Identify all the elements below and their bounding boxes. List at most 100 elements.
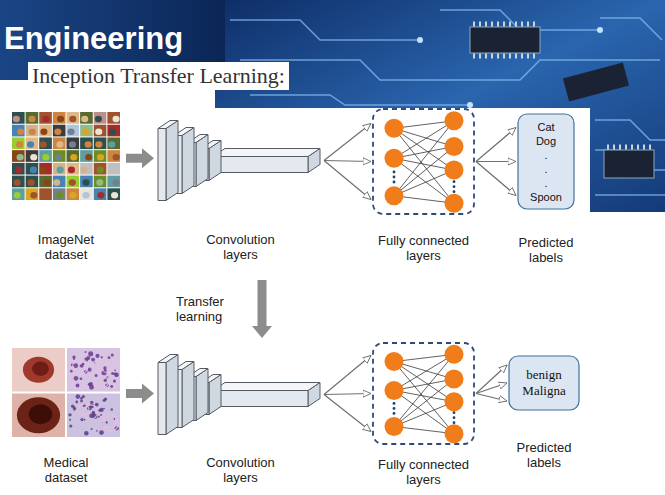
tissue-cell	[95, 374, 98, 377]
thumbnail	[80, 112, 93, 124]
fan-arrow	[476, 383, 507, 394]
neuron	[445, 194, 464, 213]
ellipsis-dot	[453, 416, 456, 419]
thumbnail	[67, 137, 80, 149]
fan-arrow	[324, 394, 371, 395]
thumbnail-object	[112, 179, 119, 186]
tissue-cell	[101, 413, 116, 428]
thumbnail	[26, 137, 39, 149]
conv-slab-face	[158, 355, 178, 363]
tissue-cell	[74, 363, 79, 368]
tissue-cell	[110, 385, 113, 388]
thumbnail	[94, 112, 107, 124]
thumbnail-object	[16, 141, 23, 148]
fan-arrow	[476, 128, 516, 162]
thumbnail	[67, 150, 80, 162]
dashed-group-border	[373, 109, 474, 214]
tissue-cell	[69, 424, 72, 427]
layer-caption: Predicted labels	[508, 440, 580, 470]
ellipsis-dot	[393, 181, 396, 184]
thumbnail-object	[29, 128, 36, 135]
thumbnail	[107, 150, 120, 162]
thumbnail-object	[109, 128, 116, 135]
medical-tile	[67, 348, 120, 392]
thumbnail	[94, 125, 107, 137]
tissue-cell	[96, 430, 98, 432]
thumbnail	[26, 163, 39, 175]
conv-slab-face	[182, 128, 194, 194]
thumbnail-object	[28, 116, 35, 123]
fan-arrow	[324, 161, 371, 200]
circuit-via	[597, 27, 603, 33]
neuron-link	[394, 170, 454, 196]
thumbnail	[80, 163, 93, 175]
neuron	[385, 149, 404, 168]
layer-caption: Predicted labels	[510, 235, 582, 265]
fan-arrow	[324, 356, 371, 395]
thumbnail	[39, 176, 52, 188]
thumbnail	[67, 125, 80, 137]
tissue-cell	[84, 431, 89, 436]
dataset-image: ImageNet dataset	[12, 112, 120, 200]
thumbnail	[12, 112, 25, 124]
chip	[563, 62, 629, 101]
skin-lesion	[23, 357, 54, 383]
thumbnail	[107, 188, 120, 200]
thumbnail	[80, 137, 93, 149]
ellipsis-dot	[453, 190, 456, 193]
thumbnail-object	[56, 141, 63, 148]
thumbnail-object	[17, 154, 24, 161]
label-box-outline	[518, 114, 574, 209]
conv-slab-face	[213, 391, 308, 407]
thumbnail-object	[85, 141, 92, 148]
neuron	[385, 352, 404, 371]
skin-lesion	[17, 397, 60, 433]
thumbnail	[94, 188, 107, 200]
medical-tile	[12, 348, 65, 392]
medical-tile	[67, 394, 120, 438]
tissue-cell	[106, 421, 108, 423]
thumbnail-object	[40, 141, 47, 148]
ellipsis-dot	[453, 411, 456, 414]
tissue-cell	[74, 408, 76, 410]
circuit-via	[417, 37, 423, 43]
tissue-cell	[80, 418, 83, 421]
tissue-cell	[95, 354, 99, 358]
tissue-cell	[82, 395, 85, 398]
conv-slab-face	[182, 362, 194, 428]
neuron	[385, 186, 404, 205]
tissue-cell	[74, 376, 79, 381]
thumbnail-object	[96, 179, 103, 186]
thumbnail-object	[81, 167, 88, 174]
thumbnail-object	[68, 128, 75, 135]
thumbnail	[94, 137, 107, 149]
neuron	[445, 137, 464, 156]
thumbnail-object	[30, 167, 37, 174]
thumbnail	[107, 137, 120, 149]
tissue-cell	[104, 379, 107, 382]
ellipsis-dot	[453, 421, 456, 424]
thumbnail	[39, 125, 52, 137]
tissue-cell	[82, 363, 85, 366]
fan-arrow	[476, 365, 507, 394]
ellipsis-dot	[393, 412, 396, 415]
circuit-trace	[250, 95, 470, 105]
thumbnail-object	[68, 167, 75, 174]
tissue-cell	[103, 364, 112, 373]
tissue-cell	[80, 377, 83, 380]
thumbnail	[53, 188, 66, 200]
tissue-cell	[111, 353, 114, 356]
conv-slab-face	[158, 363, 166, 435]
thumbnail-object	[15, 167, 22, 174]
chip	[604, 150, 654, 178]
tissue-cell	[88, 351, 93, 356]
thumbnail-object	[69, 141, 76, 148]
thumbnail-object	[95, 141, 102, 148]
fc-layers: Fully connected layers	[372, 342, 475, 445]
thumbnail-object	[40, 128, 47, 135]
thumbnail-object	[113, 116, 120, 123]
tissue-cell	[80, 365, 82, 367]
thumbnail	[39, 188, 52, 200]
thumbnail	[94, 150, 107, 162]
tissue-cell	[103, 408, 105, 410]
